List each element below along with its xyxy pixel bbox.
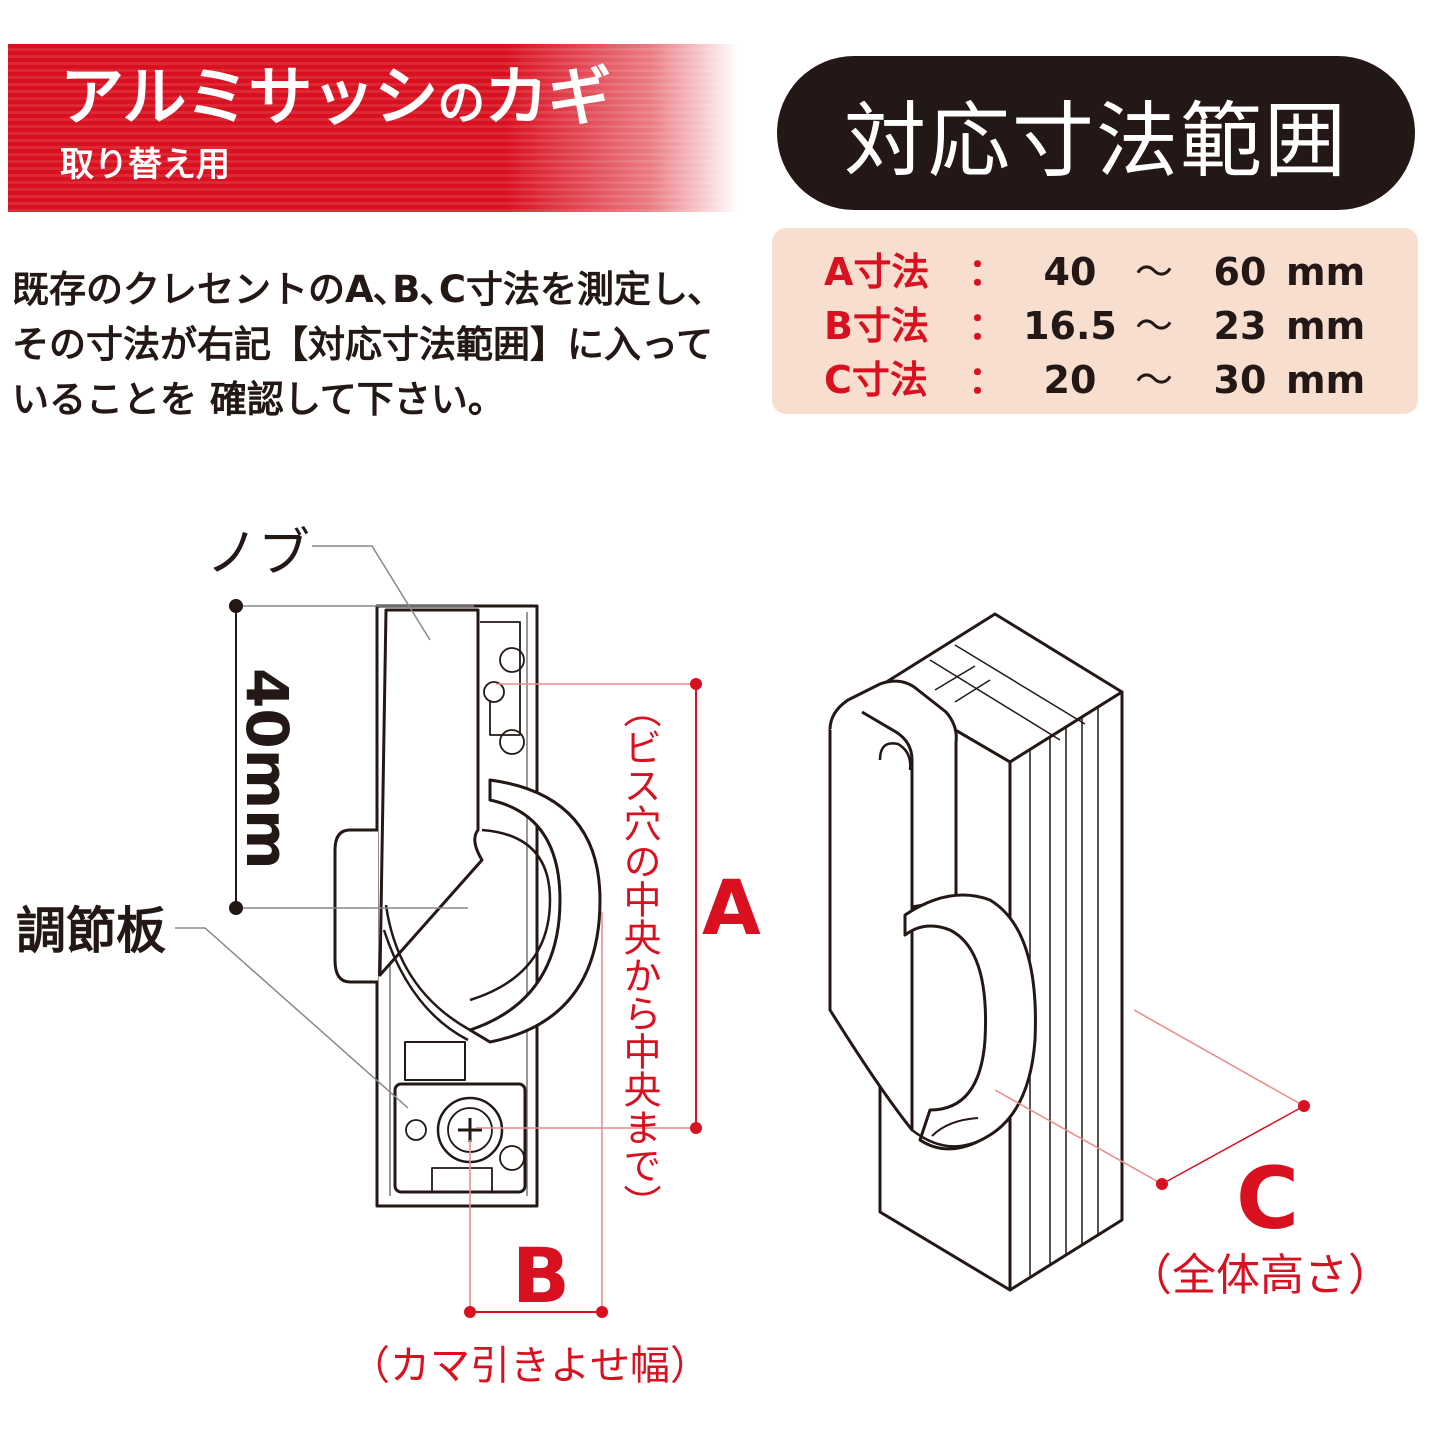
range-label: A寸法: [824, 250, 930, 294]
range-unit: mm: [1286, 358, 1366, 402]
dimension-a: [476, 678, 702, 1134]
crescent-hook: [468, 778, 602, 1044]
range-min: 40: [1043, 250, 1097, 294]
range-row-b: B寸法 ： 16.5 ～ 23 mm: [772, 298, 1418, 354]
range-colon: ：: [968, 304, 1007, 348]
range-tilde: ～: [1134, 250, 1173, 294]
range-max: 23: [1213, 304, 1267, 348]
range-title: 対応寸法範囲: [777, 56, 1415, 210]
dimension-b-letter: B: [512, 1231, 570, 1320]
dimension-c-letter: C: [1236, 1149, 1300, 1249]
adjust-plate-label: 調節板: [16, 902, 166, 960]
knob: [378, 608, 484, 977]
range-tilde: ～: [1134, 304, 1173, 348]
range-tilde: ～: [1134, 358, 1173, 402]
range-min: 16.5: [1023, 304, 1117, 348]
range-min: 20: [1043, 358, 1097, 402]
dimension-a-letter: A: [702, 863, 761, 952]
instruction-line: 既存のクレセントのA､B､C寸法を測定し､: [12, 268, 707, 311]
dimension-a-note: （ビス穴の中央から中央まで）: [617, 690, 661, 1222]
front-view-lock: [333, 604, 602, 1208]
dimension-c-note: （全体高さ）: [1128, 1250, 1392, 1301]
knob-label: ノブ: [206, 524, 311, 584]
range-label: C寸法: [824, 358, 928, 402]
range-colon: ：: [968, 358, 1007, 402]
leader-lines: [175, 545, 474, 1109]
range-unit: mm: [1286, 250, 1366, 294]
range-max: 30: [1213, 358, 1267, 402]
knob-dimension-label: 40mm: [233, 668, 301, 870]
dimension-c: [994, 1009, 1310, 1190]
dimension-b: [464, 912, 608, 1318]
range-row-c: C寸法 ： 20 ～ 30 mm: [772, 352, 1418, 408]
banner-stripes: [8, 44, 738, 212]
perspective-view-lock: [828, 612, 1124, 1292]
instruction-line: その寸法が右記【対応寸法範囲】に入って: [12, 323, 714, 366]
range-colon: ：: [968, 250, 1007, 294]
banner-subtitle: 取り替え用: [60, 145, 230, 185]
instruction-line: いることを 確認して下さい。: [12, 378, 505, 421]
banner-title-main: アルミサッシ: [60, 61, 438, 135]
range-label: B寸法: [824, 304, 929, 348]
range-row-a: A寸法 ： 40 ～ 60 mm: [772, 244, 1418, 300]
range-table: A寸法 ： 40 ～ 60 mm B寸法 ： 16.5 ～ 23 mm C寸法 …: [772, 228, 1418, 414]
range-max: 60: [1213, 250, 1267, 294]
dimension-b-note: （カマ引きよせ幅）: [350, 1343, 710, 1389]
side-button: [333, 828, 378, 984]
range-unit: mm: [1286, 304, 1366, 348]
banner-title-end: カギ: [484, 61, 611, 135]
dimension-40mm: [229, 599, 243, 915]
banner-title-particle: の: [437, 75, 485, 131]
crescent-3d: [903, 893, 1037, 1151]
instructions-text: 既存のクレセントのA､B､C寸法を測定し､ その寸法が右記【対応寸法範囲】に入っ…: [12, 262, 752, 427]
header-banner: アルミサッシのカギ 取り替え用: [8, 44, 738, 212]
banner-title: アルミサッシのカギ: [60, 66, 611, 131]
